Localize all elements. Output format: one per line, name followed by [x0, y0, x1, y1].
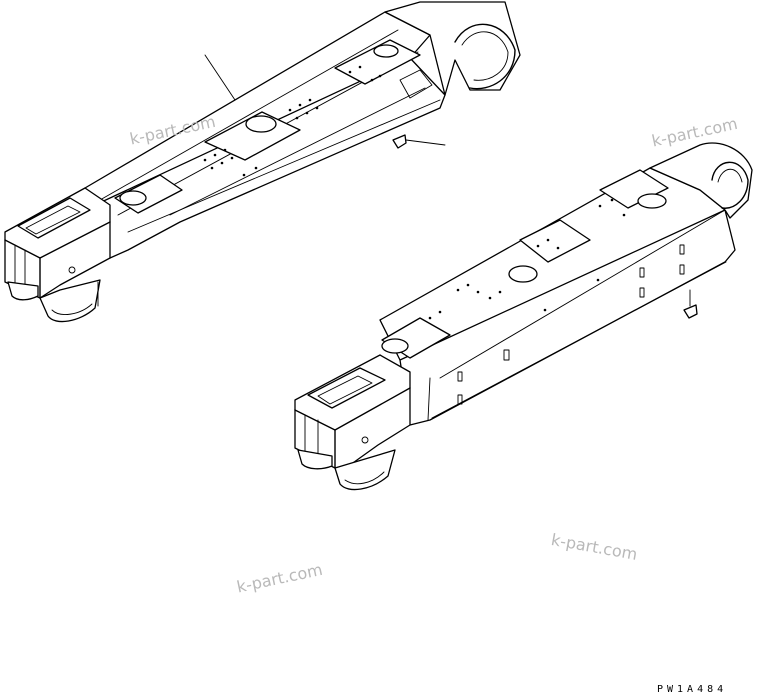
left-frame-pad-rear — [334, 39, 421, 85]
right-frame-pad-mid — [519, 219, 591, 263]
left-cover-mid — [245, 115, 277, 133]
left-cover-rear — [373, 44, 399, 58]
right-track-frame — [294, 142, 753, 491]
right-drain-plug — [683, 304, 698, 319]
drawing-code: PW1A484 — [657, 684, 728, 695]
right-frame-side-slots — [457, 244, 685, 405]
right-frame-pad-rear — [599, 169, 669, 209]
left-track-frame — [4, 1, 521, 323]
left-leader-line — [204, 54, 236, 101]
right-cover-mid — [508, 265, 538, 283]
left-frame-bolt-holes — [203, 65, 382, 177]
right-rear-yoke — [649, 142, 753, 219]
left-cover-front — [119, 190, 147, 206]
left-plug-leader — [405, 139, 446, 146]
right-cover-rear — [637, 193, 667, 209]
right-frame-bolt-holes — [428, 198, 626, 320]
right-cover-front — [381, 338, 409, 354]
right-front-guide — [334, 449, 396, 491]
left-frame-side-face — [94, 57, 446, 259]
left-drain-plug — [392, 134, 407, 149]
